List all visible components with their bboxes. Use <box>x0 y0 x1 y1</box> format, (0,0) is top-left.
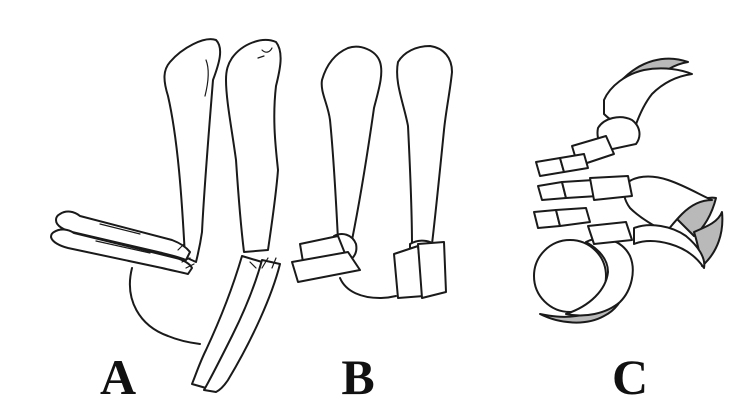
panel-a-right-long-bone <box>225 39 282 253</box>
panel-b-right-lower-block-2 <box>417 241 447 299</box>
panel-a-left-long-bone <box>163 38 222 263</box>
panel-b-soft-tissue-outline <box>339 277 397 299</box>
panel-a-soft-tissue-outline <box>128 267 201 345</box>
panel-a-horizontal-bone-lower <box>50 228 193 275</box>
panel-c-middle-claw <box>622 175 713 233</box>
panel-b-left-long-bone <box>320 45 383 241</box>
panel-c-toe-bone-2 <box>559 153 589 173</box>
panel-a-descending-bone-back <box>203 259 281 393</box>
panel-c-drawing <box>533 57 724 324</box>
panel-a-drawing <box>50 38 282 393</box>
panel-c-bottom-phalanx <box>587 221 633 245</box>
panel-c-middle-phalanx <box>589 175 633 201</box>
panel-c-lower-right-claw <box>633 224 706 269</box>
panel-c-label: C <box>612 349 648 405</box>
panel-b-label: B <box>341 349 374 405</box>
panel-a-horizontal-bone-upper <box>55 210 191 261</box>
panel-b-right-long-bone <box>396 45 453 247</box>
panel-b-left-lower-block-2 <box>291 251 361 283</box>
panel-c-bottom-claw <box>565 237 634 317</box>
panel-c-toe-bone-6 <box>555 207 591 227</box>
panel-b-drawing <box>291 45 453 299</box>
panel-a-label: A <box>100 349 136 405</box>
